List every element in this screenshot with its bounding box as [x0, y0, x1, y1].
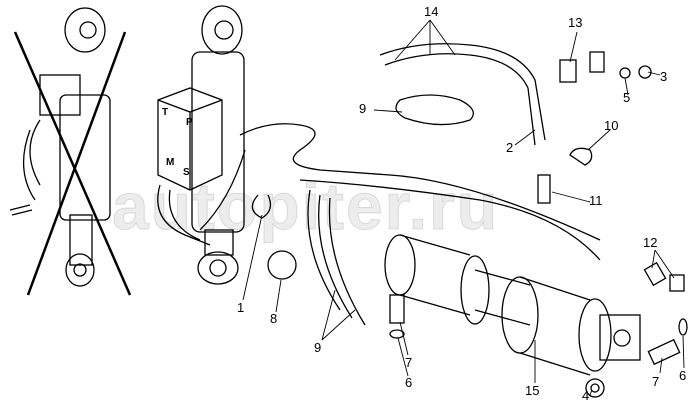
callout-11: 11	[589, 193, 603, 208]
valve-port-t: T	[162, 107, 169, 118]
hoses	[199, 43, 601, 326]
lift-cylinder	[157, 5, 245, 285]
small-parts	[251, 51, 688, 366]
callout-14: 14	[424, 4, 439, 19]
callout-1: 1	[237, 300, 245, 315]
obsolete-cylinder	[9, 7, 132, 296]
callout-10: 10	[604, 118, 619, 133]
callout-8: 8	[270, 311, 278, 326]
callout-9: 9	[359, 101, 367, 116]
callout-6-right: 6	[679, 368, 687, 383]
valve-port-p: P	[186, 117, 193, 128]
valve-port-m: M	[166, 157, 175, 168]
ram-cylinder	[384, 234, 641, 398]
callout-7-right: 7	[652, 374, 660, 389]
callout-2: 2	[506, 140, 514, 155]
valve-port-s: S	[183, 167, 190, 178]
leader-lines	[242, 19, 685, 396]
callout-4: 4	[582, 388, 590, 403]
callout-9-lower: 9	[314, 340, 322, 355]
callout-5: 5	[623, 90, 631, 105]
callout-7: 7	[405, 355, 413, 370]
callout-3: 3	[660, 69, 668, 84]
callout-15: 15	[525, 383, 540, 398]
callout-13: 13	[568, 15, 583, 30]
callout-12: 12	[643, 235, 658, 250]
callout-6: 6	[405, 375, 413, 390]
